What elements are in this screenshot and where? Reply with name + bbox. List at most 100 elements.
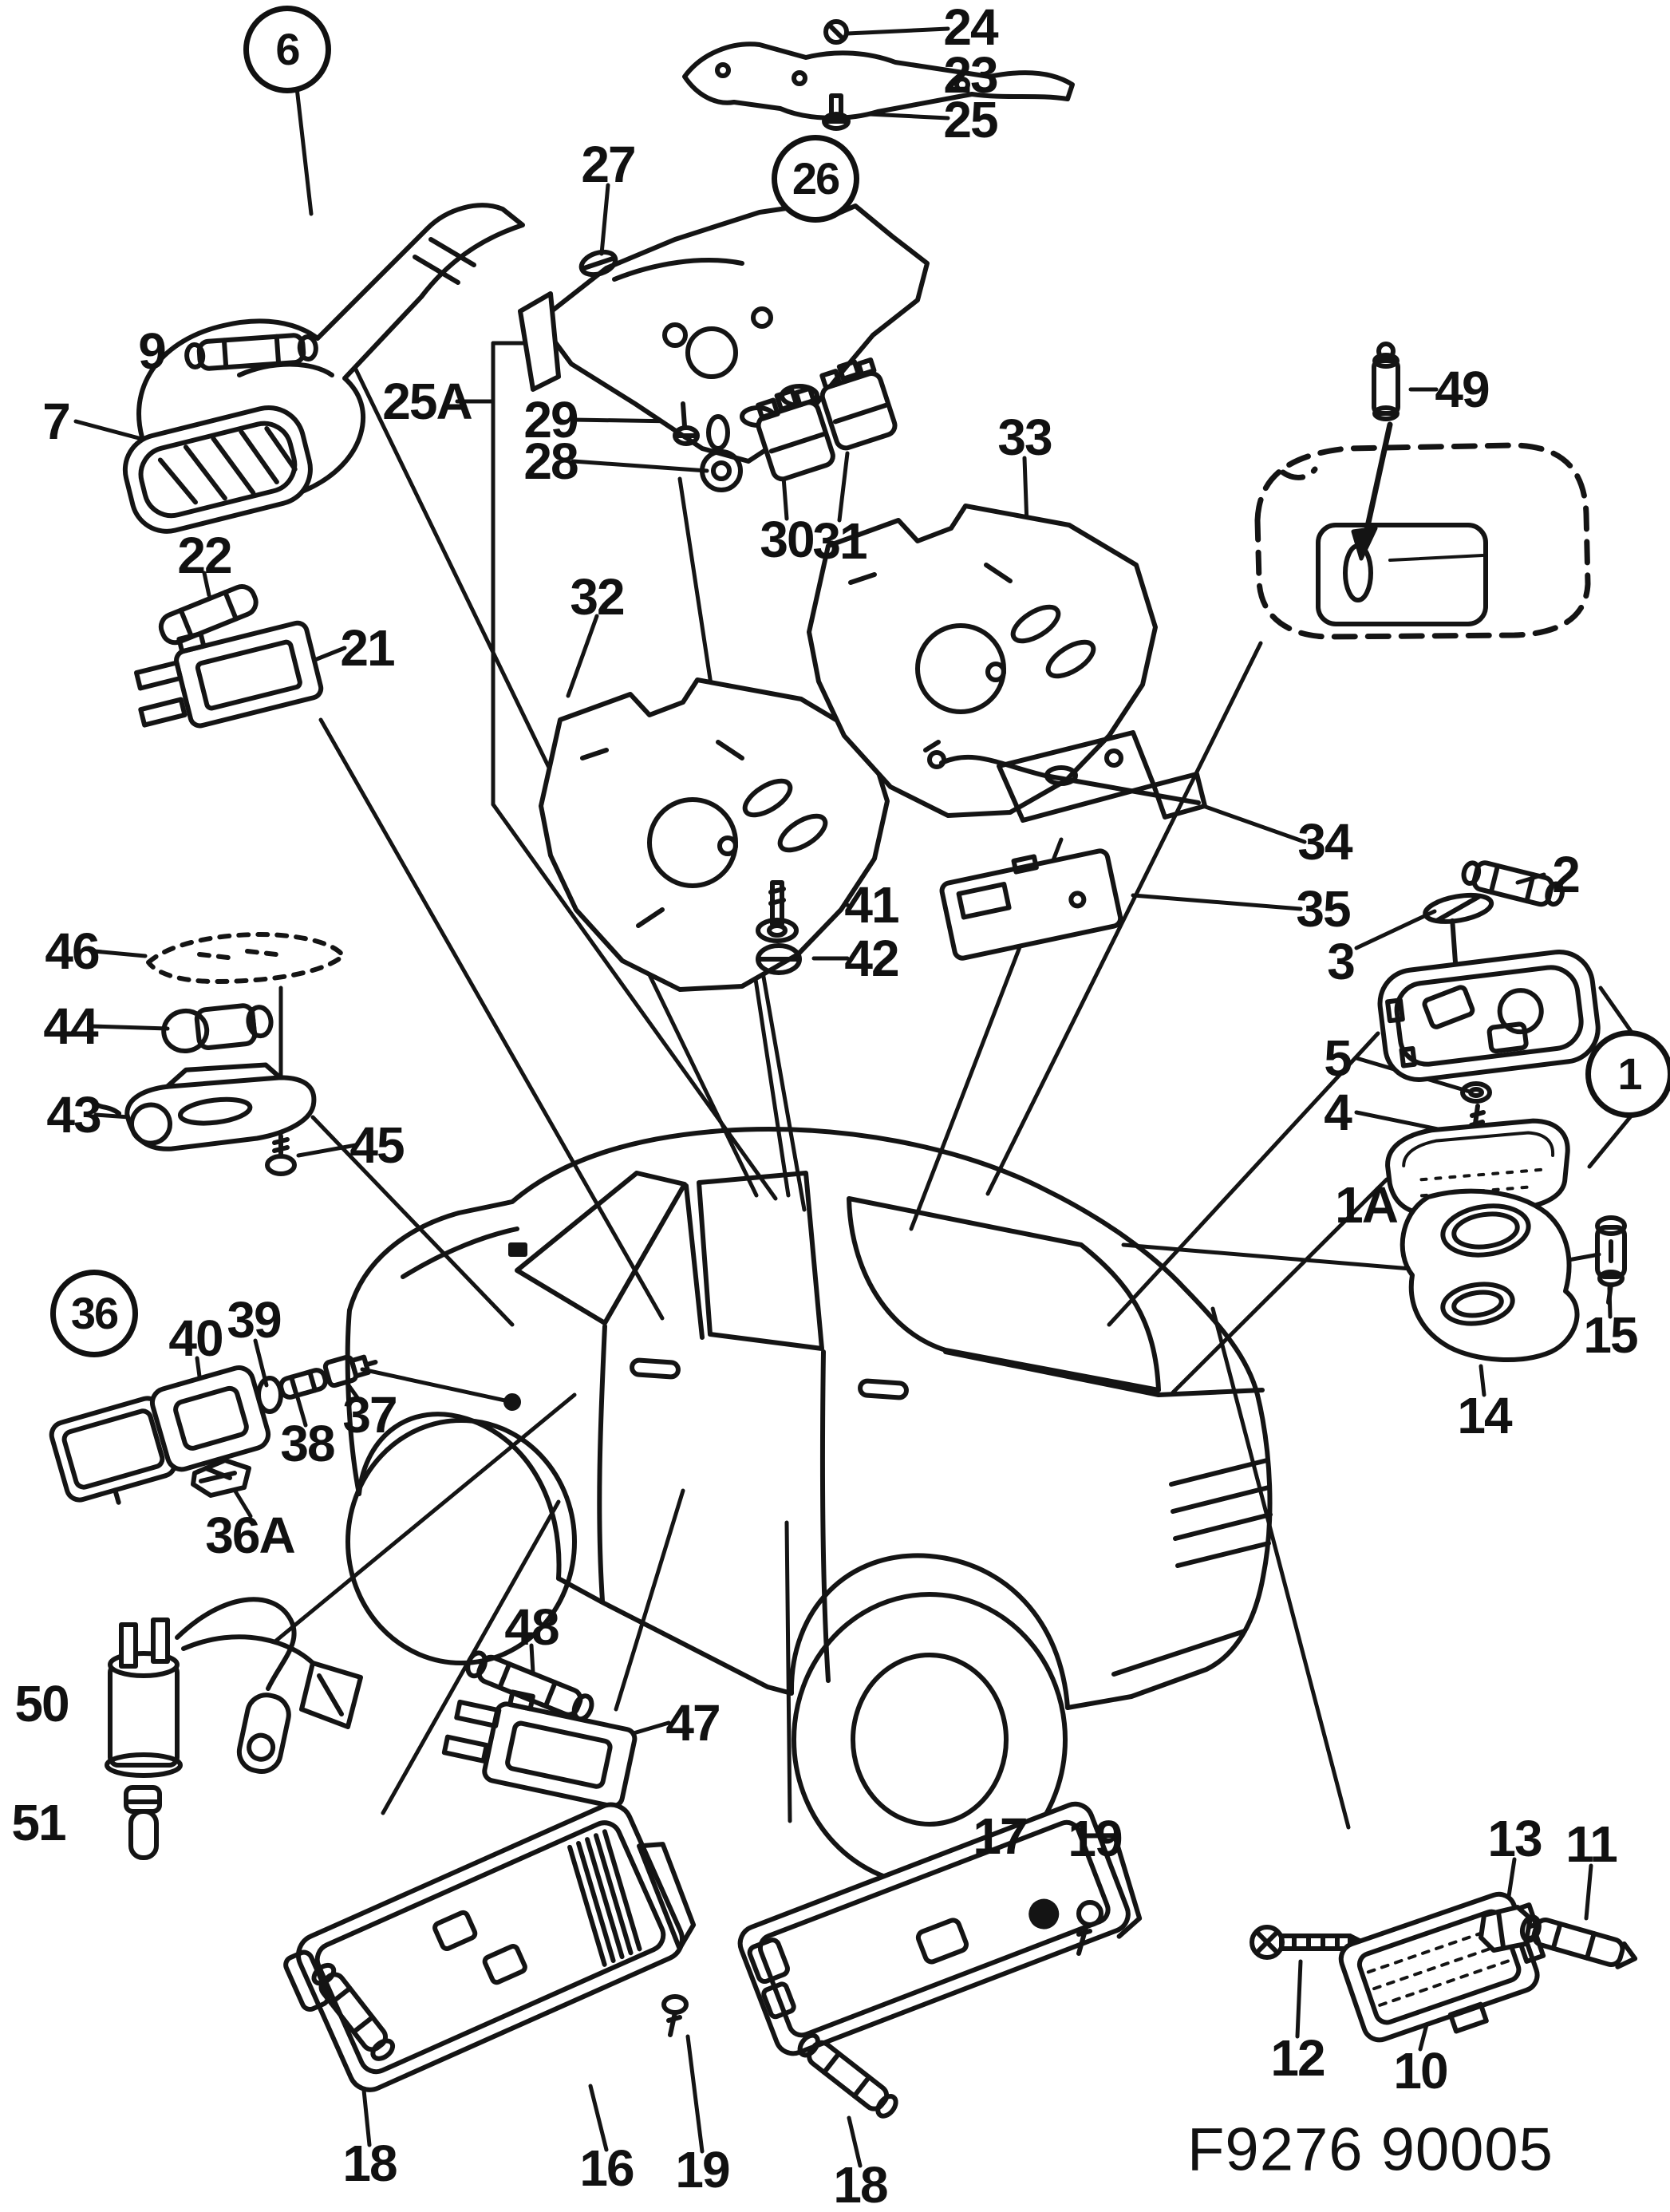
sun-visor xyxy=(1254,442,1591,640)
bulb-38 xyxy=(278,1368,328,1400)
callout-42: 42 xyxy=(844,930,899,987)
screw-27 xyxy=(578,249,618,278)
callout-40: 40 xyxy=(168,1309,223,1367)
screw-29 xyxy=(673,401,700,446)
callout-11: 11 xyxy=(1565,1815,1618,1873)
callout-41: 41 xyxy=(844,876,899,934)
mounting-clip-3 xyxy=(1423,892,1494,970)
callout-15: 15 xyxy=(1583,1306,1638,1364)
callout-28: 28 xyxy=(523,433,578,490)
courtesy-lamp-47 xyxy=(441,1689,638,1809)
gasket-46 xyxy=(146,932,345,984)
screw-41 xyxy=(756,880,799,943)
screw-25 xyxy=(822,93,851,131)
dome-lamp-housing xyxy=(1377,949,1601,1083)
car-body xyxy=(345,1127,1273,1887)
callout-18: 18 xyxy=(833,2156,888,2212)
callout-18: 18 xyxy=(342,2135,397,2192)
callout-5: 5 xyxy=(1324,1029,1352,1087)
callout-1A: 1A xyxy=(1335,1176,1399,1234)
callout-3: 3 xyxy=(1327,933,1356,990)
callout-16: 16 xyxy=(579,2139,634,2197)
drawing-code: F9276 90005 xyxy=(1187,2115,1554,2184)
callout-29: 29 xyxy=(523,391,578,448)
washer-5 xyxy=(1460,1081,1492,1104)
callout-9: 9 xyxy=(138,322,167,380)
callout-36A: 36A xyxy=(205,1507,295,1564)
roof-console-panel-33 xyxy=(807,504,1207,823)
callout-25: 25 xyxy=(943,91,998,148)
callout-25A: 25A xyxy=(382,373,472,430)
callout-37: 37 xyxy=(342,1386,397,1444)
callout-39: 39 xyxy=(227,1291,282,1349)
callout-1: 1 xyxy=(1585,1030,1670,1118)
callout-27: 27 xyxy=(581,136,636,193)
clip-36A xyxy=(191,1458,251,1498)
callout-19: 19 xyxy=(675,2141,730,2198)
callout-22: 22 xyxy=(177,527,232,584)
callout-50: 50 xyxy=(14,1675,69,1732)
trunk-lamp-14 xyxy=(1400,1188,1580,1363)
callout-33: 33 xyxy=(997,409,1052,466)
lamp-lens-7 xyxy=(122,405,313,534)
callout-46: 46 xyxy=(45,922,100,980)
festoon-bulb-48 xyxy=(465,1650,594,1722)
callout-36: 36 xyxy=(50,1270,138,1357)
callout-51: 51 xyxy=(11,1794,66,1851)
festoon-bulb-18-left xyxy=(311,1962,396,2061)
callout-23: 23 xyxy=(943,46,998,104)
callout-12: 12 xyxy=(1270,2029,1325,2087)
callout-4: 4 xyxy=(1324,1084,1352,1141)
callout-31: 31 xyxy=(812,512,867,570)
callout-10: 10 xyxy=(1393,2042,1448,2099)
lamp-tray-17 xyxy=(737,1801,1143,2056)
callout-24: 24 xyxy=(943,0,998,56)
screw-19-left xyxy=(661,1994,689,2037)
bulb-44 xyxy=(161,1003,274,1053)
screw-24 xyxy=(823,19,849,45)
vent-grille-16 xyxy=(283,1802,697,2092)
callout-43: 43 xyxy=(46,1086,101,1144)
callout-38: 38 xyxy=(280,1415,335,1472)
callout-26: 26 xyxy=(772,135,859,223)
callout-45: 45 xyxy=(349,1116,405,1174)
callout-32: 32 xyxy=(570,568,625,626)
grommet-42 xyxy=(756,943,802,975)
mounting-bracket-23 xyxy=(682,41,1075,120)
callout-44: 44 xyxy=(43,997,98,1055)
socket-37 xyxy=(322,1354,378,1388)
bulb-15 xyxy=(1595,1215,1627,1305)
callout-21: 21 xyxy=(340,619,395,677)
lamp-bezel-40 xyxy=(149,1365,271,1472)
roof-console-panel-32 xyxy=(539,677,890,992)
callout-14: 14 xyxy=(1457,1387,1512,1444)
festoon-bulb-18-right xyxy=(797,2032,898,2119)
ring-39 xyxy=(256,1376,283,1414)
switch-30 xyxy=(756,385,835,482)
screw-19-right xyxy=(1076,1900,1103,1956)
callout-6: 6 xyxy=(243,6,331,93)
lamp-board-35 xyxy=(939,848,1123,961)
bulb-holder-13 xyxy=(1479,1905,1533,1953)
festoon-bulb-49 xyxy=(1372,342,1400,421)
wiring-strip-34 xyxy=(923,740,1201,805)
switch-31 xyxy=(819,357,898,451)
bulb-holder-50 xyxy=(105,1597,363,1778)
callout-30: 30 xyxy=(760,511,815,568)
callout-49: 49 xyxy=(1435,361,1490,418)
bulb-51 xyxy=(124,1785,162,1860)
festoon-bulb-9 xyxy=(184,333,318,371)
callout-13: 13 xyxy=(1487,1810,1542,1867)
fuse-22 xyxy=(158,584,259,646)
screw-45 xyxy=(265,1134,297,1176)
vanity-mirror xyxy=(1316,523,1488,626)
festoon-bulb-2 xyxy=(1461,860,1565,907)
callout-35: 35 xyxy=(1296,880,1351,938)
callout-48: 48 xyxy=(504,1598,559,1656)
callout-7: 7 xyxy=(42,393,71,450)
callout-47: 47 xyxy=(665,1694,721,1752)
callout-34: 34 xyxy=(1297,813,1352,871)
